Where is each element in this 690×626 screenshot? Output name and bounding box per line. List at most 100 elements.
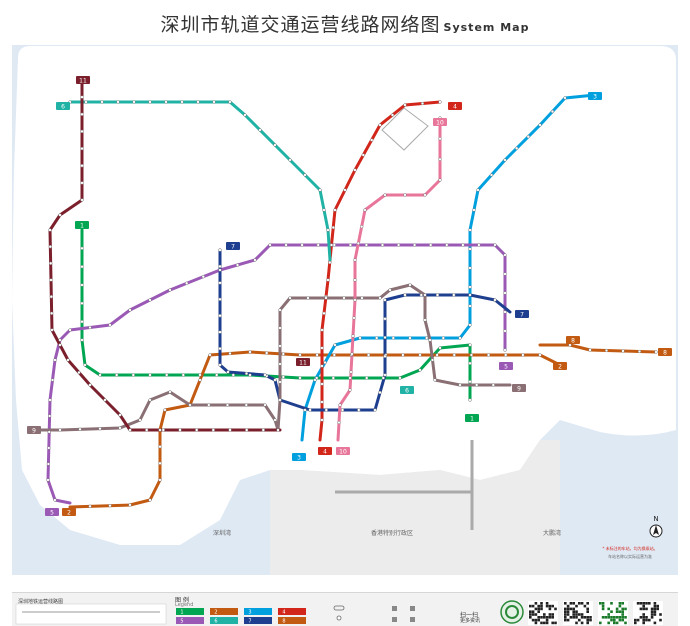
- station-dot[interactable]: [68, 328, 72, 332]
- station-dot[interactable]: [353, 278, 357, 282]
- station-dot[interactable]: [218, 248, 222, 252]
- station-dot[interactable]: [98, 427, 102, 431]
- station-dot[interactable]: [261, 428, 265, 432]
- line-3-badge[interactable]: 3: [588, 92, 602, 101]
- station-dot[interactable]: [435, 293, 440, 297]
- station-dot[interactable]: [438, 157, 442, 161]
- station-dot[interactable]: [298, 353, 302, 357]
- station-dot[interactable]: [145, 428, 149, 432]
- station-dot[interactable]: [337, 420, 341, 425]
- station-dot[interactable]: [423, 318, 427, 322]
- station-dot[interactable]: [361, 153, 365, 157]
- station-dot[interactable]: [320, 346, 324, 350]
- station-dot[interactable]: [248, 373, 252, 377]
- station-dot[interactable]: [433, 378, 437, 382]
- station-dot[interactable]: [201, 275, 205, 279]
- station-dot[interactable]: [243, 113, 247, 117]
- station-dot[interactable]: [80, 265, 84, 269]
- station-dot[interactable]: [468, 304, 472, 308]
- station-dot[interactable]: [324, 408, 328, 412]
- qr-code[interactable]: [633, 601, 663, 625]
- station-dot[interactable]: [218, 281, 222, 285]
- station-dot[interactable]: [218, 297, 222, 301]
- station-dot[interactable]: [284, 243, 288, 247]
- station-dot[interactable]: [77, 370, 81, 375]
- station-dot[interactable]: [438, 100, 442, 104]
- station-dot[interactable]: [278, 380, 282, 384]
- station-dot[interactable]: [80, 283, 84, 287]
- station-dot[interactable]: [84, 100, 88, 104]
- station-dot[interactable]: [418, 368, 422, 372]
- station-dot[interactable]: [66, 358, 70, 362]
- station-dot[interactable]: [148, 298, 152, 302]
- station-dot[interactable]: [50, 378, 55, 382]
- station-dot[interactable]: [164, 100, 168, 104]
- station-dot[interactable]: [435, 353, 439, 357]
- station-dot[interactable]: [281, 375, 285, 379]
- station-dot[interactable]: [390, 113, 395, 117]
- station-dot[interactable]: [148, 100, 152, 104]
- station-dot[interactable]: [503, 329, 507, 333]
- station-dot[interactable]: [438, 178, 442, 182]
- line-1-badge[interactable]: 1: [465, 414, 479, 423]
- station-dot[interactable]: [320, 328, 324, 332]
- station-dot[interactable]: [326, 278, 330, 282]
- station-dot[interactable]: [438, 137, 442, 141]
- station-dot[interactable]: [458, 383, 462, 387]
- station-dot[interactable]: [258, 128, 262, 132]
- station-dot[interactable]: [363, 208, 367, 212]
- station-dot[interactable]: [348, 243, 353, 247]
- station-dot[interactable]: [468, 398, 472, 402]
- station-dot[interactable]: [588, 348, 592, 352]
- station-dot[interactable]: [80, 338, 84, 342]
- station-dot[interactable]: [131, 373, 135, 377]
- station-dot[interactable]: [278, 398, 282, 402]
- station-dot[interactable]: [306, 296, 310, 300]
- station-dot[interactable]: [185, 281, 189, 285]
- station-dot[interactable]: [493, 243, 497, 247]
- station-dot[interactable]: [403, 103, 407, 107]
- station-dot[interactable]: [468, 285, 472, 289]
- station-dot[interactable]: [48, 398, 52, 402]
- station-dot[interactable]: [244, 371, 249, 376]
- station-dot[interactable]: [198, 373, 202, 377]
- station-dot[interactable]: [322, 311, 326, 315]
- station-dot[interactable]: [178, 428, 182, 432]
- station-dot[interactable]: [452, 293, 456, 297]
- line-10-badge[interactable]: 10: [336, 447, 350, 456]
- station-dot[interactable]: [356, 241, 360, 245]
- station-dot[interactable]: [383, 373, 387, 377]
- line-9-badge[interactable]: 9: [27, 426, 41, 435]
- station-dot[interactable]: [47, 430, 51, 434]
- station-dot[interactable]: [338, 403, 342, 407]
- station-dot[interactable]: [58, 213, 62, 217]
- station-dot[interactable]: [472, 208, 476, 212]
- station-dot[interactable]: [58, 428, 62, 432]
- station-dot[interactable]: [468, 361, 472, 365]
- station-dot[interactable]: [165, 373, 169, 377]
- station-dot[interactable]: [46, 478, 50, 482]
- station-dot[interactable]: [320, 418, 324, 422]
- station-dot[interactable]: [331, 376, 335, 380]
- station-dot[interactable]: [161, 428, 165, 432]
- station-dot[interactable]: [46, 462, 51, 466]
- line-3-badge[interactable]: 3: [292, 453, 306, 462]
- line-9-badge[interactable]: 9: [512, 384, 526, 393]
- station-dot[interactable]: [80, 198, 84, 202]
- station-dot[interactable]: [248, 350, 252, 354]
- station-dot[interactable]: [128, 308, 132, 312]
- station-dot[interactable]: [218, 314, 222, 318]
- station-dot[interactable]: [108, 504, 112, 508]
- station-dot[interactable]: [218, 268, 222, 272]
- station-dot[interactable]: [198, 378, 202, 382]
- station-dot[interactable]: [445, 243, 449, 247]
- line-4-badge[interactable]: 4: [318, 447, 332, 456]
- station-dot[interactable]: [128, 428, 132, 432]
- station-dot[interactable]: [168, 390, 172, 394]
- station-dot[interactable]: [428, 338, 432, 342]
- station-dot[interactable]: [158, 461, 162, 465]
- station-dot[interactable]: [383, 335, 387, 340]
- station-dot[interactable]: [375, 336, 379, 340]
- station-dot[interactable]: [350, 352, 354, 356]
- station-dot[interactable]: [80, 301, 84, 305]
